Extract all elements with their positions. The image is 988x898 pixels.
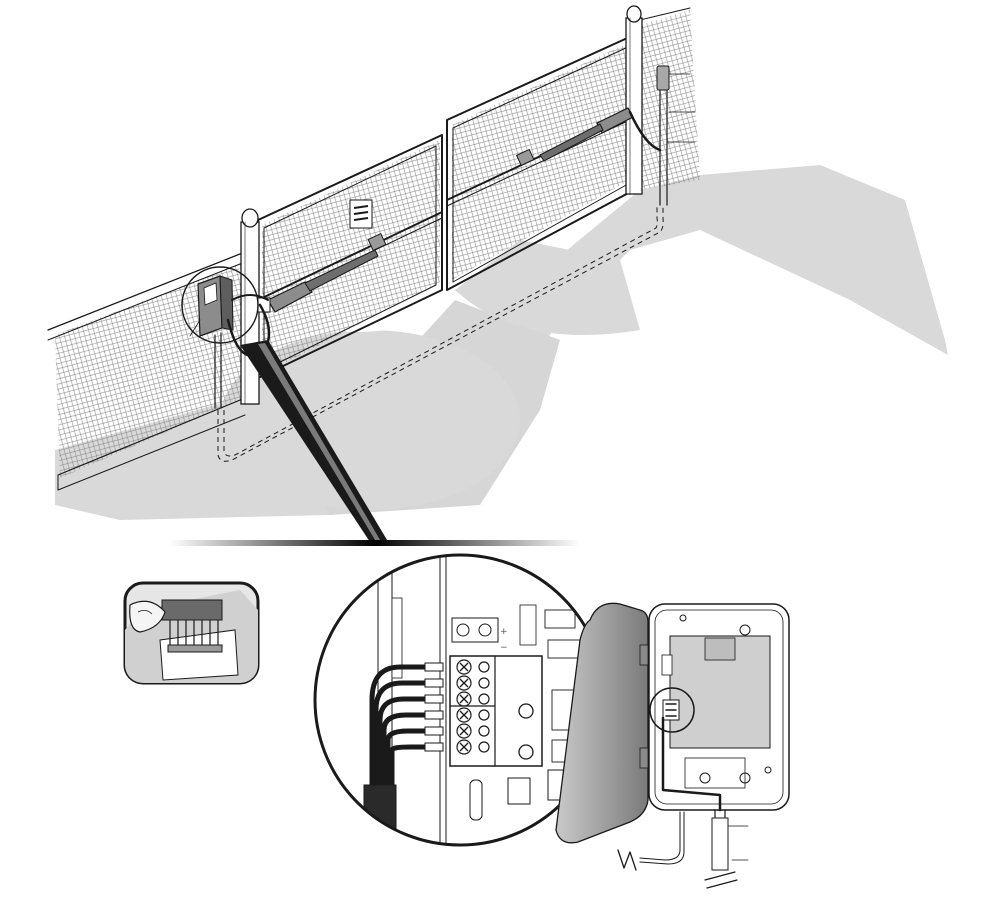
right-post	[626, 6, 642, 194]
minus-label: −	[500, 643, 508, 653]
right-fence	[640, 8, 700, 190]
control-box	[556, 603, 789, 888]
plus-label: +	[500, 627, 508, 637]
connector-inset	[125, 583, 258, 683]
left-post	[241, 209, 259, 404]
